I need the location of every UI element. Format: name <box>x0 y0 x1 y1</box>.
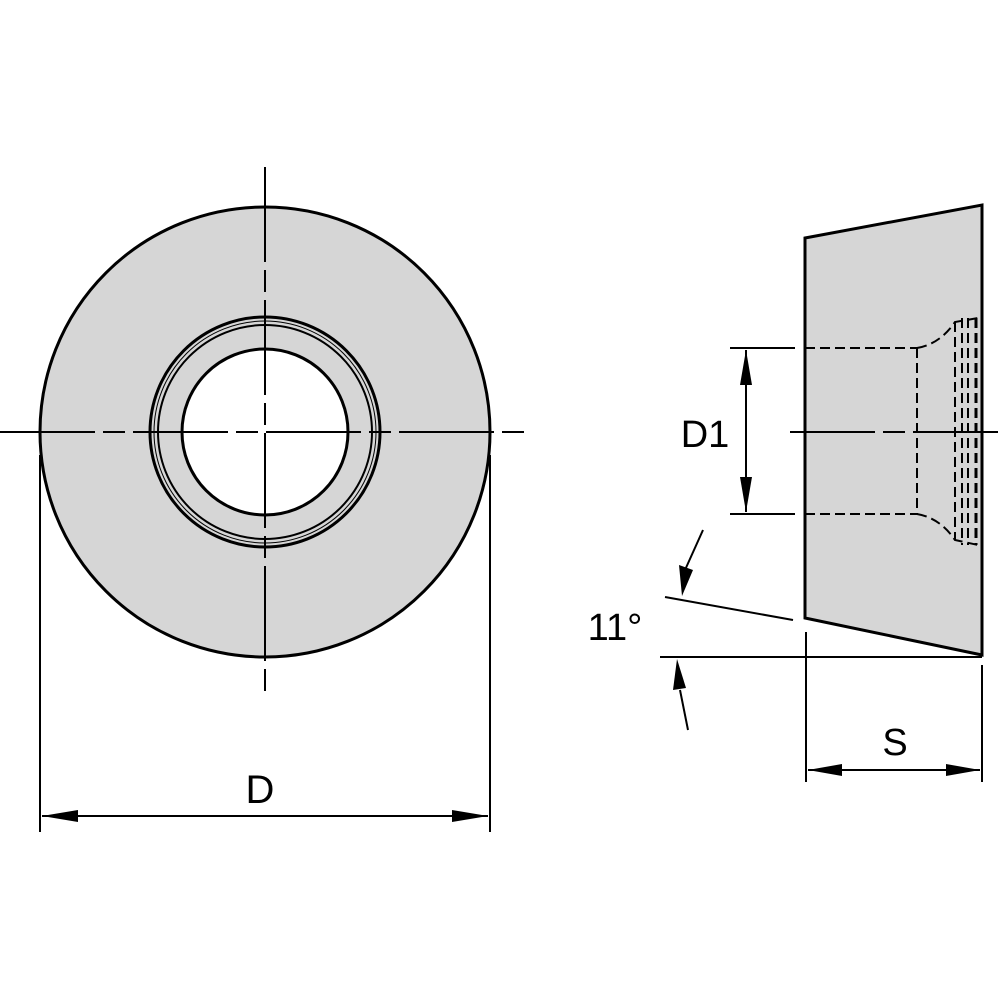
angle-arrow-bottom-icon <box>673 659 686 690</box>
angle-arrow-bottom-shaft <box>679 689 689 731</box>
s-arrow-right-icon <box>946 764 980 776</box>
angle-arrow-top-icon <box>679 565 693 596</box>
d1-arrow-bottom-icon <box>740 477 752 512</box>
d1-arrow-top-icon <box>740 350 752 385</box>
front-view: D <box>0 167 528 832</box>
d1-label: D1 <box>681 414 730 456</box>
s-label: S <box>882 722 907 764</box>
angle-reference-slanted <box>664 596 794 621</box>
s-arrow-left-icon <box>808 764 842 776</box>
angle-arrow-top-shaft <box>684 529 704 571</box>
d-arrow-right-icon <box>452 810 488 822</box>
insert-side-profile <box>803 203 984 657</box>
angle-label: 11° <box>588 607 643 649</box>
d-arrow-left-icon <box>42 810 78 822</box>
d-label: D <box>246 768 275 812</box>
side-view: D1 11° S <box>588 203 1000 782</box>
